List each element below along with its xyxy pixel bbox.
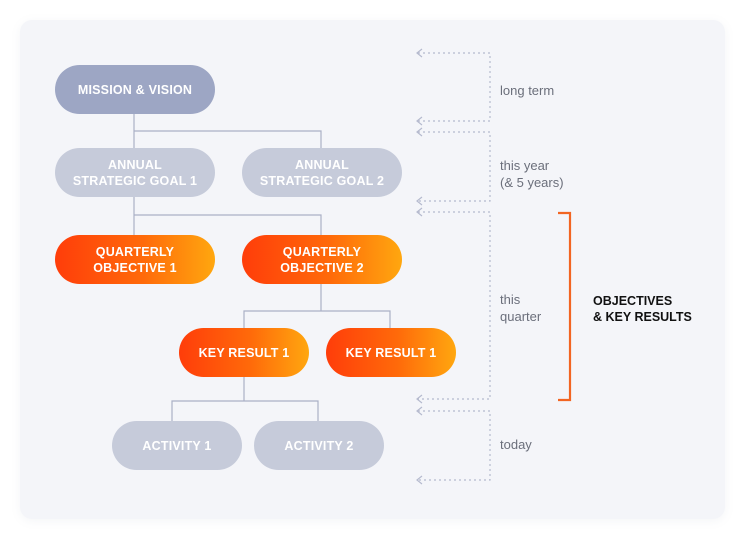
connector-goal-objectives — [133, 197, 322, 235]
key-result-node-right: KEY RESULT 1 — [326, 328, 456, 377]
quarterly-objective-1-node: QUARTERLY OBJECTIVE 1 — [55, 235, 215, 284]
arrow-head — [416, 196, 423, 206]
okr-bracket — [558, 211, 572, 402]
connector-keyresult-activities — [171, 377, 319, 421]
timeline-bracket-today — [418, 410, 491, 481]
timeline-bracket-long-term — [418, 52, 491, 122]
timeline-label-today: today — [500, 437, 532, 452]
timeline-bracket-this-quarter — [418, 211, 491, 400]
activity-1-node: ACTIVITY 1 — [112, 421, 242, 470]
connector-mission-goals — [133, 114, 322, 148]
timeline-label-this-year: this year (& 5 years) — [500, 158, 564, 190]
annual-goal-1-node: ANNUAL STRATEGIC GOAL 1 — [55, 148, 215, 197]
arrow-head — [416, 48, 423, 58]
okr-bracket-label: OBJECTIVES & KEY RESULTS — [593, 294, 692, 324]
connector-objective-keyresults — [243, 284, 391, 328]
annual-goal-2-node: ANNUAL STRATEGIC GOAL 2 — [242, 148, 402, 197]
mission-vision-node: MISSION & VISION — [55, 65, 215, 114]
timeline-label-long-term: long term — [500, 83, 555, 98]
key-result-node-left: KEY RESULT 1 — [179, 328, 309, 377]
arrow-head — [416, 394, 423, 404]
arrow-head — [416, 127, 423, 137]
timeline-label-this-quarter: this quarter — [500, 292, 542, 324]
timeline-bracket-this-year — [418, 131, 491, 202]
arrow-head — [416, 116, 423, 126]
arrow-head — [416, 475, 423, 485]
quarterly-objective-2-node: QUARTERLY OBJECTIVE 2 — [242, 235, 402, 284]
arrow-head — [416, 406, 423, 416]
activity-2-node: ACTIVITY 2 — [254, 421, 384, 470]
arrow-head — [416, 207, 423, 217]
